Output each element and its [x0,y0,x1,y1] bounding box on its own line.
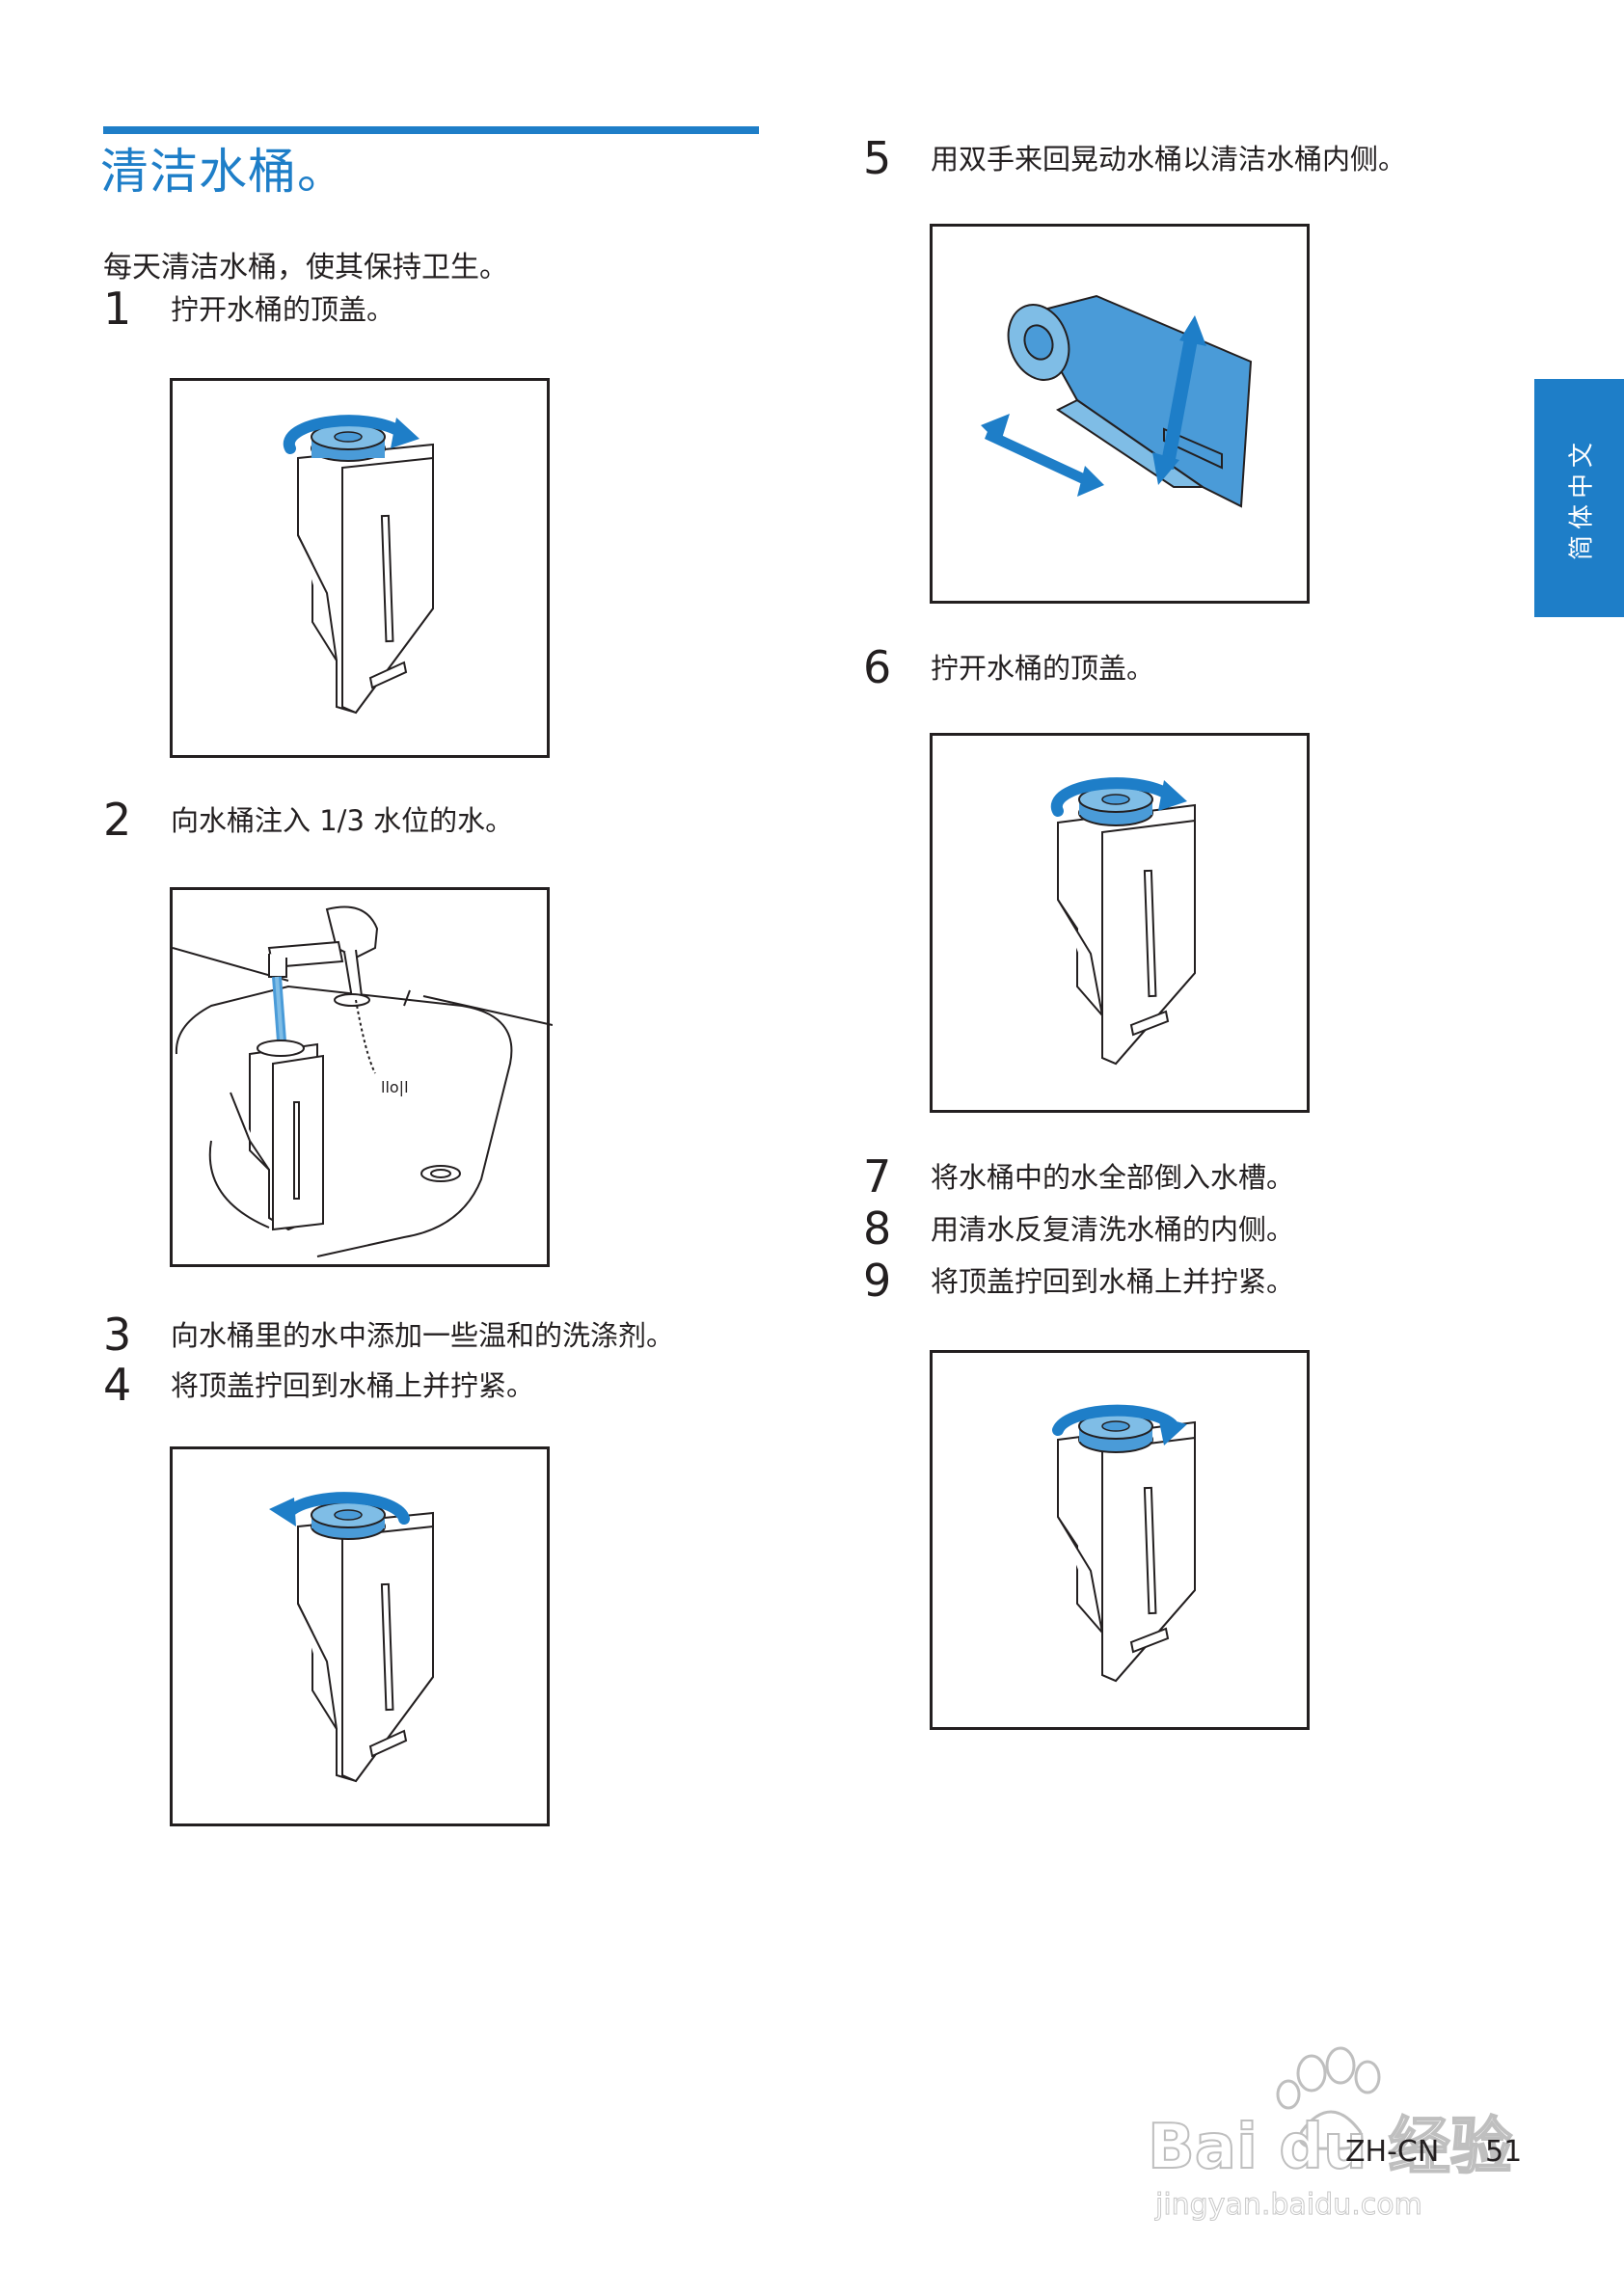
baidu-url-text: jingyan.baidu.com [1154,2188,1422,2222]
language-side-tab: 简体中文 [1534,379,1624,617]
figure-unscrew-cap [170,378,550,758]
step-number: 5 [863,132,892,184]
page-number: 51 [1485,2135,1523,2169]
shake-arrows-icon [981,315,1206,497]
step-text: 将水桶中的水全部倒入水槽。 [931,1161,1295,1194]
figure-unscrew-cap-2 [930,733,1310,1113]
figure-shake-tank [930,224,1310,604]
step-number: 8 [863,1202,892,1255]
intro-text: 每天清洁水桶，使其保持卫生。 [103,251,508,284]
figure-tighten-cap [170,1446,550,1826]
step-text: 用双手来回晃动水桶以清洁水桶内侧。 [931,143,1407,176]
step-text: 向水桶注入 1/3 水位的水。 [171,804,514,837]
step-text: 用清水反复清洗水桶的内侧。 [931,1213,1295,1246]
step-number: 1 [103,283,132,335]
baidu-watermark: Bai du 经验 jingyan.baidu.com [1147,2044,1524,2228]
footer-language-code: ZH-CN [1345,2135,1440,2169]
step-text: 将顶盖拧回到水桶上并拧紧。 [171,1369,535,1402]
tap-label-icon: llo|l [381,1078,409,1096]
step-number: 9 [863,1255,892,1307]
step-number: 6 [863,641,892,693]
baidu-logo-text: Bai du 经验 [1148,2112,1512,2183]
step-number: 4 [103,1359,132,1411]
rotate-cap-arrow-icon [283,415,410,454]
step-text: 将顶盖拧回到水桶上并拧紧。 [931,1265,1295,1298]
step-number: 3 [103,1309,132,1361]
step-text: 向水桶里的水中添加一些温和的洗涤剂。 [171,1319,675,1352]
figure-tighten-cap-2 [930,1350,1310,1730]
step-text: 拧开水桶的顶盖。 [931,652,1155,685]
language-side-tab-label: 简体中文 [1567,436,1596,560]
step-number: 2 [103,794,132,846]
step-number: 7 [863,1150,892,1202]
title-rule [103,126,759,134]
figure-fill-water: llo|l [170,887,553,1267]
page-title: 清洁水桶。 [100,144,346,200]
step-text: 拧开水桶的顶盖。 [171,293,395,326]
